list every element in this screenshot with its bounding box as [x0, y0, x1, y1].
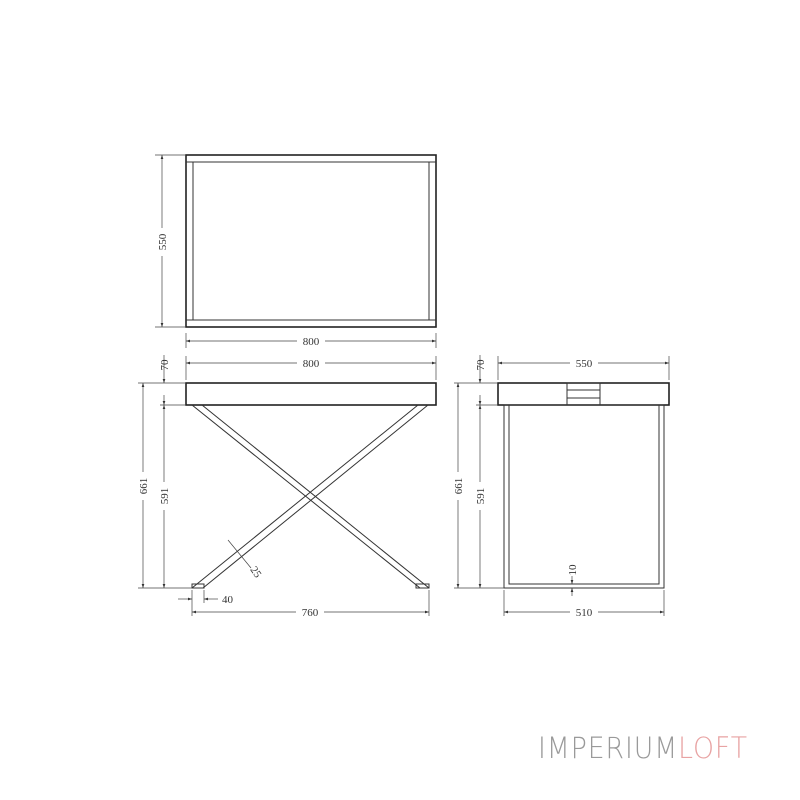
- side-view: 550 661 70 591 10 510: [453, 355, 670, 619]
- logo-part2: LOFT: [678, 731, 748, 765]
- brand-logo: IMPERIUMLOFT: [538, 731, 748, 765]
- front-width-label: 800: [303, 358, 320, 370]
- side-width-label: 550: [576, 358, 593, 370]
- top-depth-label: 550: [157, 233, 169, 250]
- foot-label: 40: [222, 594, 234, 606]
- front-top-thickness-label: 70: [159, 359, 171, 371]
- side-top-thickness-label: 70: [475, 359, 487, 371]
- top-width-label: 800: [303, 336, 320, 348]
- front-total-height-label: 661: [138, 478, 150, 495]
- side-total-height-label: 661: [453, 478, 465, 495]
- front-base-width-label: 760: [302, 607, 319, 619]
- handle: [566, 382, 601, 406]
- front-leg-height-label: 591: [159, 488, 171, 505]
- side-base-width-label: 510: [576, 607, 593, 619]
- side-leg-height-label: 591: [475, 488, 487, 505]
- logo-part1: IMPERIUM: [538, 731, 679, 765]
- top-view: 550 800: [155, 154, 437, 348]
- front-view: 800 661 70 591 25 40 760: [138, 355, 437, 619]
- bar-label: 10: [567, 564, 579, 576]
